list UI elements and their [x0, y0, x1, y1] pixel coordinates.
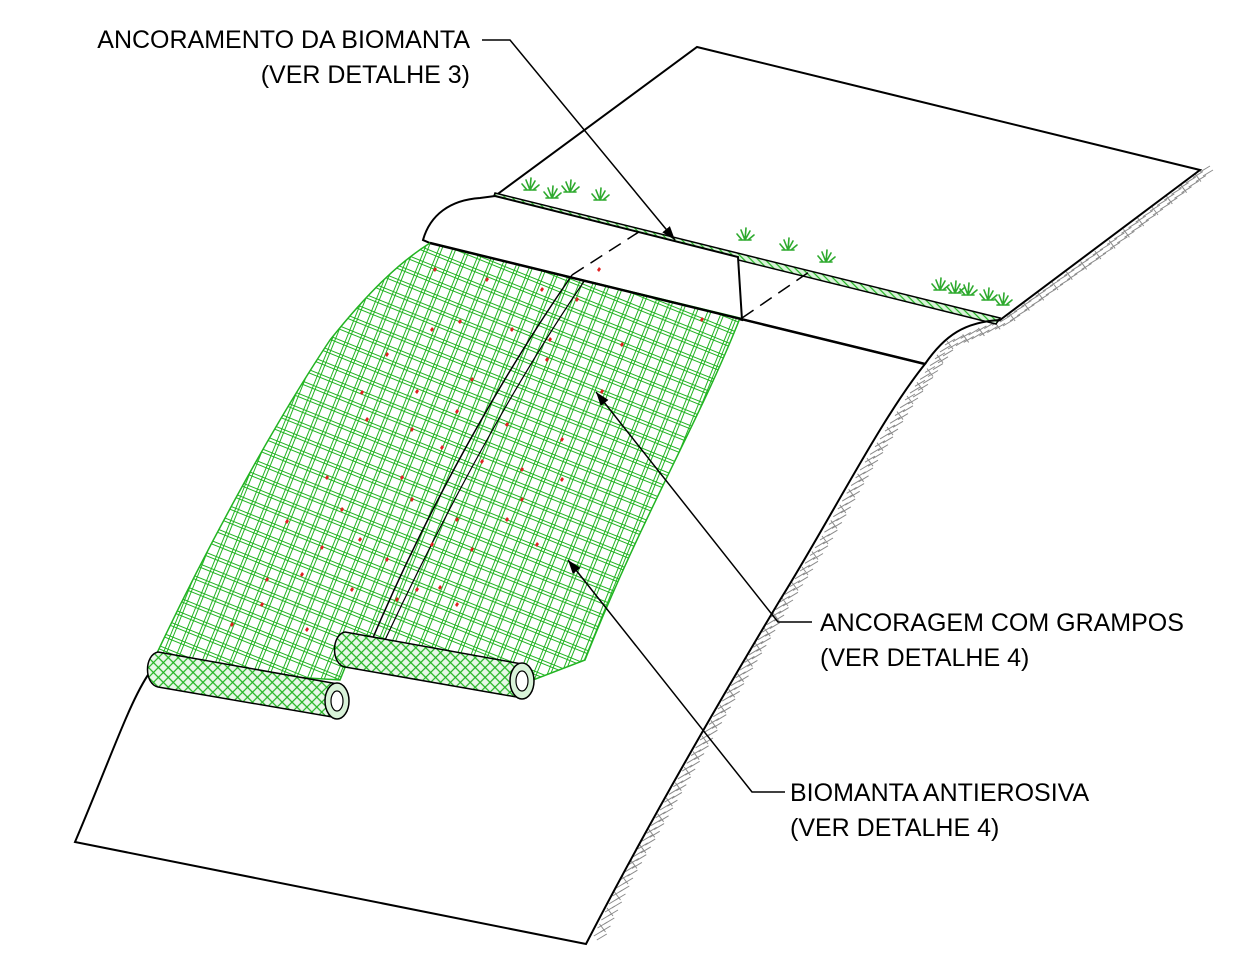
leader-anchor-top: [482, 39, 676, 241]
blanket-roll-left: [146, 651, 350, 720]
leader-blanket: [567, 559, 785, 793]
blanket-mesh-panel: [148, 242, 742, 686]
label-anchor-pins-line2: (VER DETALHE 4): [820, 644, 1029, 672]
grass-tufts: [521, 177, 1013, 306]
blanket-hidden-edge-1: [571, 227, 646, 276]
blanket-roll-right: [333, 631, 535, 700]
leader-anchor-pins: [595, 391, 812, 623]
label-anchor-top-line1: ANCORAMENTO DA BIOMANTA: [97, 26, 470, 54]
blanket-seam-2: [384, 279, 586, 641]
blanket-top-wrap: [421, 194, 744, 322]
crest-line: [429, 241, 926, 366]
blanket-seam-1: [371, 274, 573, 641]
label-anchor-top-line2: (VER DETALHE 3): [261, 61, 470, 89]
staples: [230, 267, 704, 632]
crest-edge-curve: [924, 319, 1001, 365]
label-blanket-line1: BIOMANTA ANTIEROSIVA: [790, 779, 1089, 807]
label-anchor-pins-line1: ANCORAGEM COM GRAMPOS: [820, 609, 1184, 637]
soil-hatch: [593, 165, 1214, 941]
label-blanket-line2: (VER DETALHE 4): [790, 814, 999, 842]
blanket-hidden-edge-2: [741, 269, 813, 319]
